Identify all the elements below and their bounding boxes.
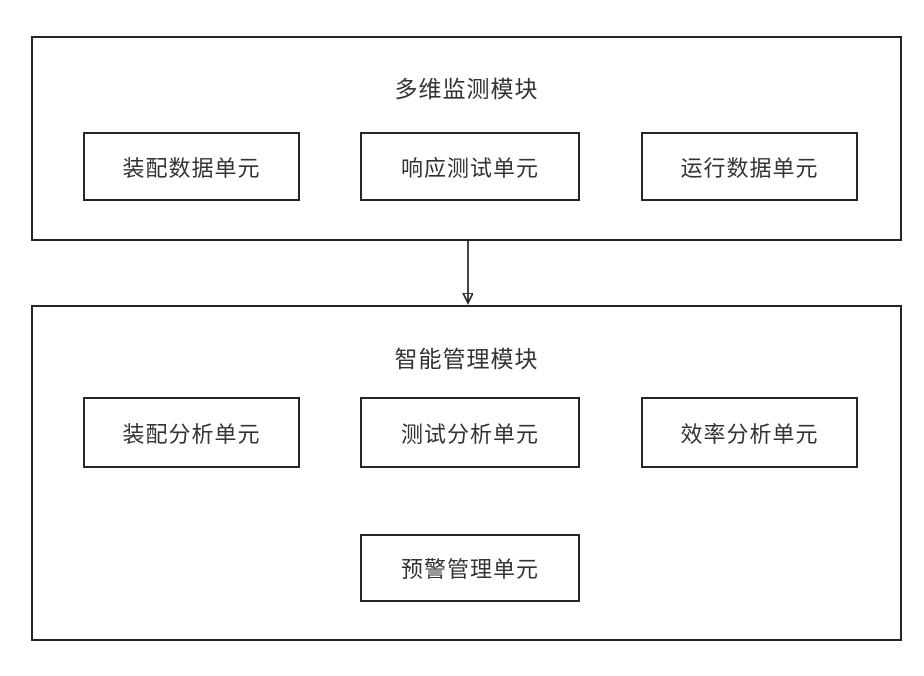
unit-assembly-analysis-label: 装配分析单元 xyxy=(122,421,261,447)
unit-operation-data: 运行数据单元 xyxy=(641,132,858,201)
unit-test-analysis-label: 测试分析单元 xyxy=(400,421,539,447)
module-management: 智能管理模块 装配分析单元 测试分析单元 效率分析单元 预警管理单元 xyxy=(31,305,902,641)
unit-efficiency-analysis: 效率分析单元 xyxy=(641,397,858,468)
unit-assembly-data-label: 装配数据单元 xyxy=(122,155,261,181)
module-monitoring-title: 多维监测模块 xyxy=(394,76,539,102)
unit-assembly-data: 装配数据单元 xyxy=(83,132,300,201)
unit-operation-data-label: 运行数据单元 xyxy=(680,155,819,181)
unit-response-test: 响应测试单元 xyxy=(360,132,580,201)
unit-warning-management: 预警管理单元 xyxy=(360,534,580,602)
unit-assembly-analysis: 装配分析单元 xyxy=(83,397,300,468)
unit-test-analysis: 测试分析单元 xyxy=(360,397,580,468)
unit-efficiency-analysis-label: 效率分析单元 xyxy=(680,421,819,447)
unit-warning-management-label: 预警管理单元 xyxy=(400,557,539,582)
module-monitoring: 多维监测模块 装配数据单元 响应测试单元 运行数据单元 xyxy=(31,36,902,241)
unit-response-test-label: 响应测试单元 xyxy=(400,155,539,181)
module-management-title: 智能管理模块 xyxy=(394,346,539,372)
